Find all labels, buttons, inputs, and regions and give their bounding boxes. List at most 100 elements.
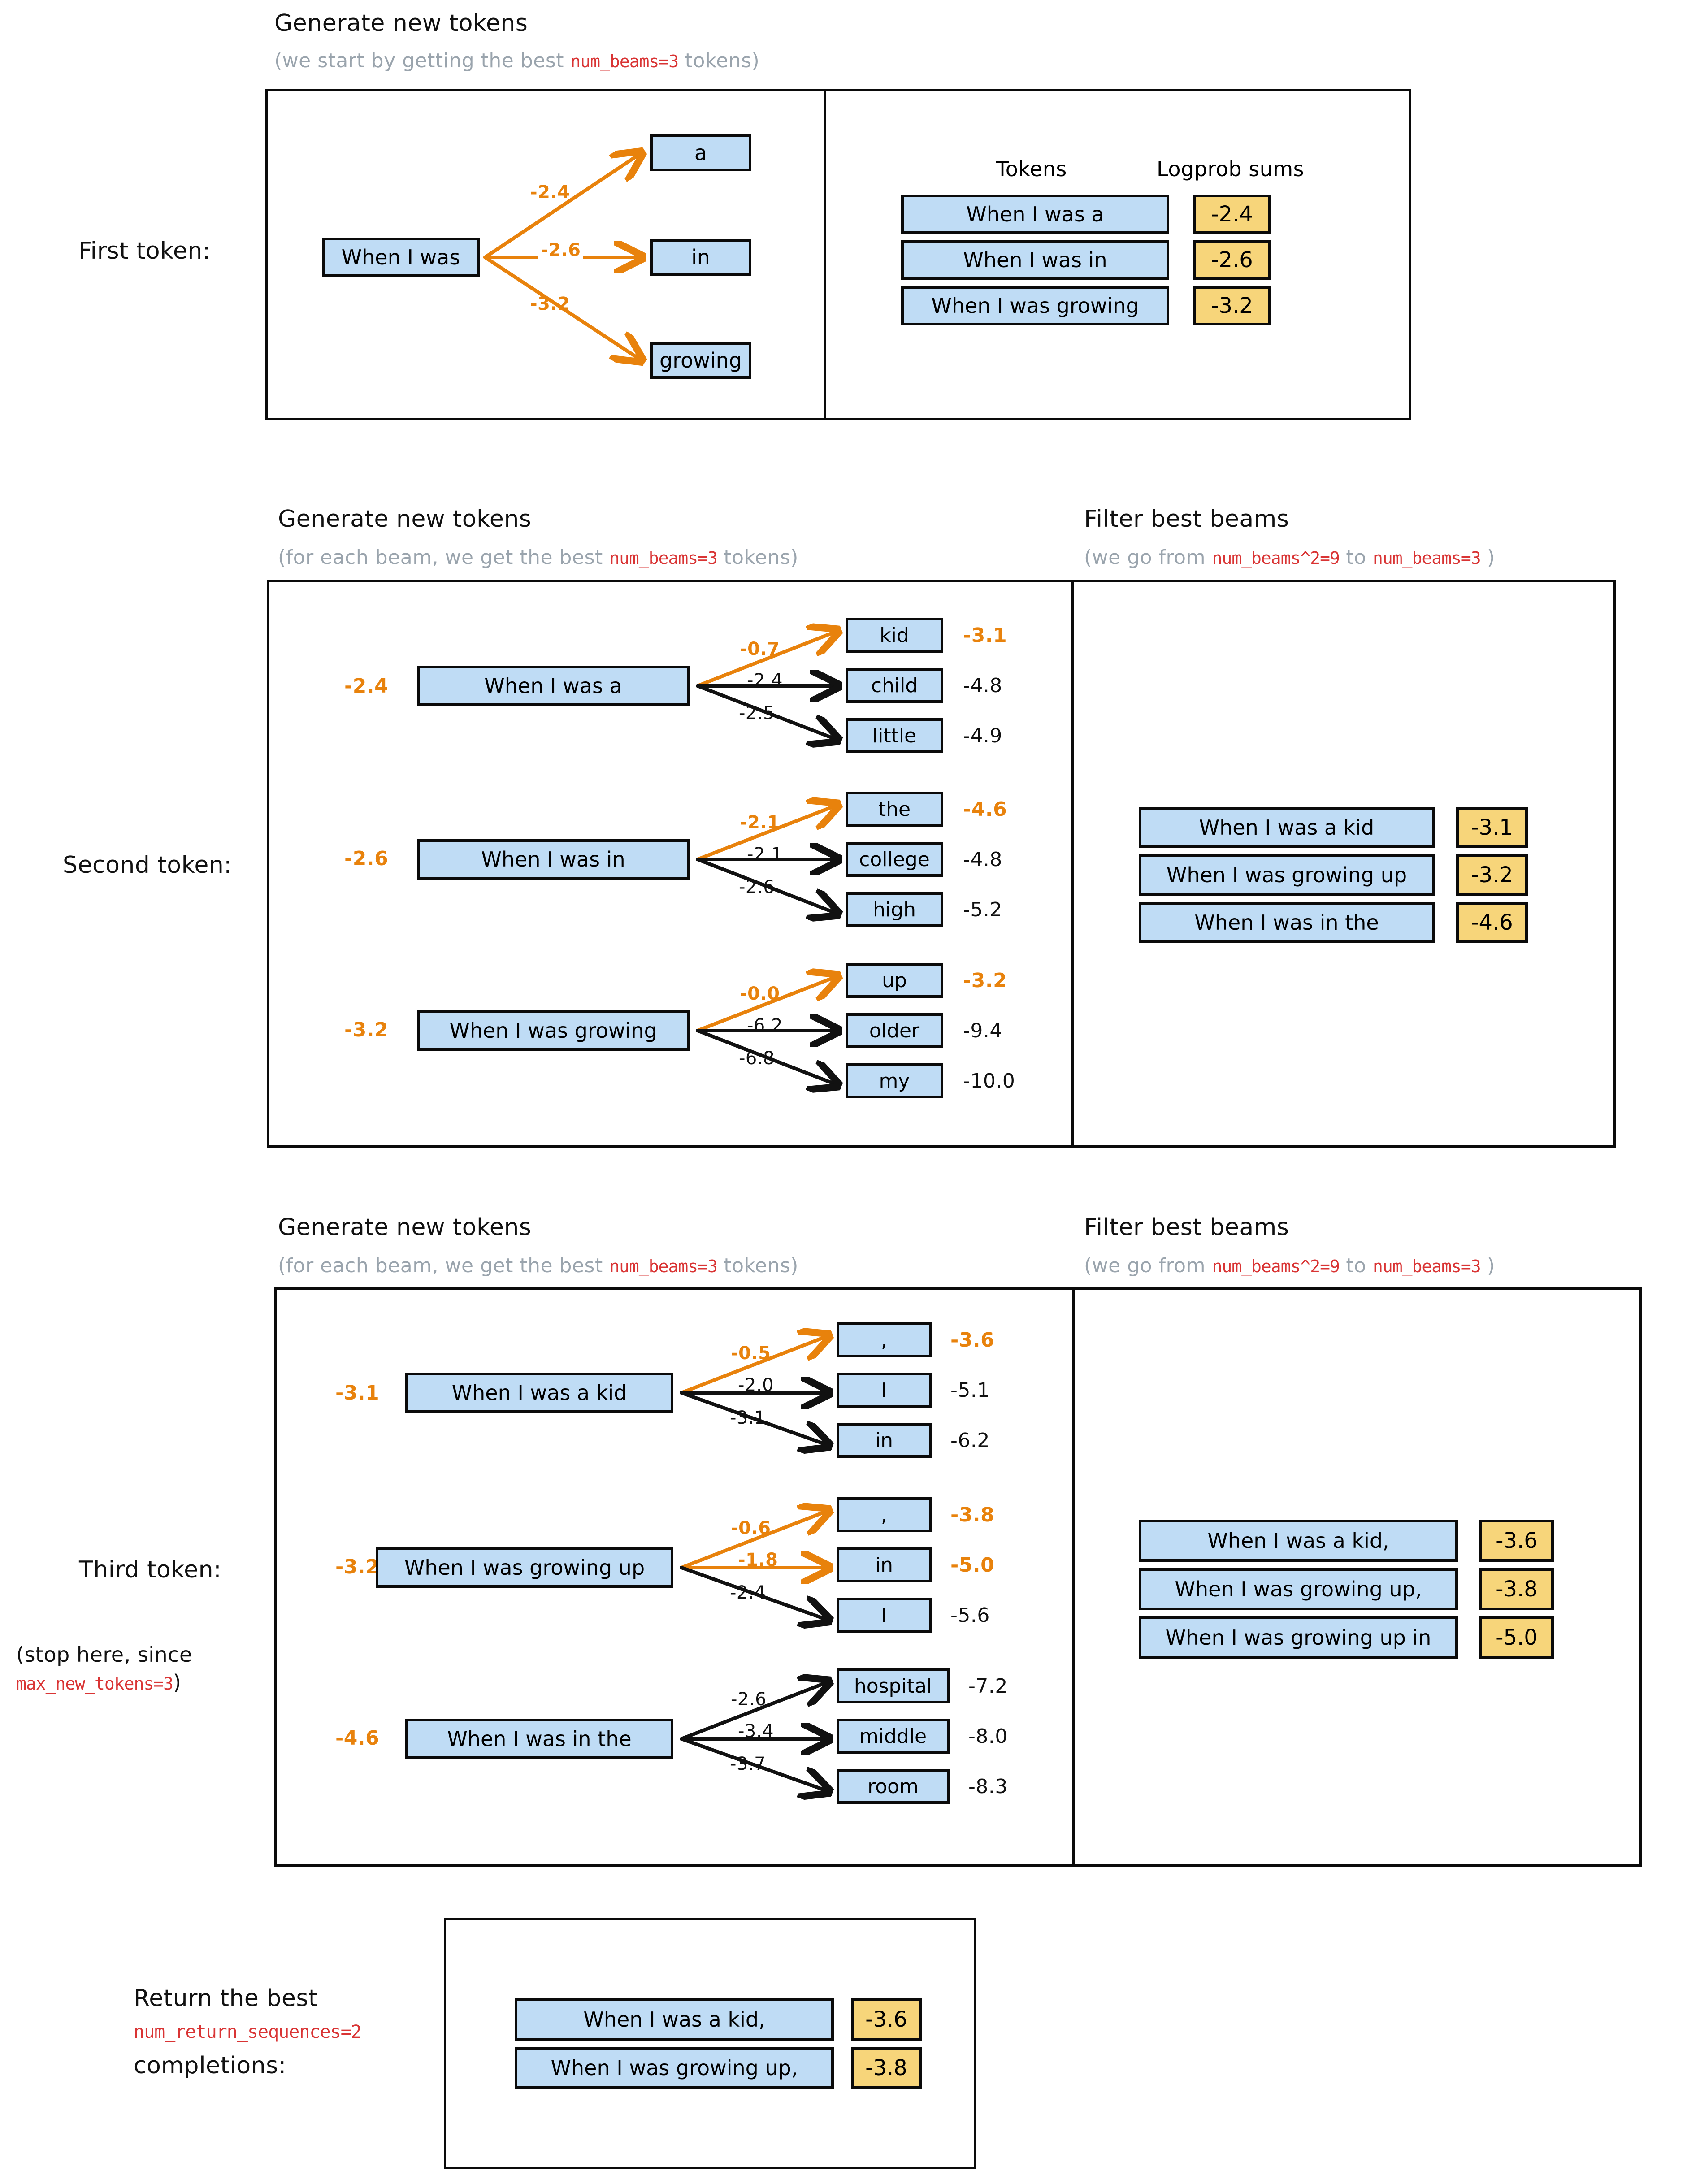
result-token-box: When I was growing [901,286,1169,325]
beam-source-score: -3.2 [335,1556,380,1578]
result-token-box: When I was a kid, [1139,1520,1458,1562]
section1-left-header-subtitle: (we start by getting the best num_beams=… [274,49,759,72]
subtitle-mid: to [1339,1254,1373,1277]
candidate-token-box: in [837,1423,932,1458]
result-logprob-box: -3.8 [1479,1568,1554,1610]
beam-source-box: When I was growing up [376,1547,673,1588]
result-logprob-box: -2.6 [1193,240,1271,280]
section2-left-header-title: Generate new tokens [278,506,532,533]
section2-panel-divider [1071,580,1074,1148]
edge-label: -2.6 [731,1689,767,1710]
side-note-text: (stop here, since [16,1642,192,1667]
beam-source-score: -4.6 [335,1727,380,1750]
final-label-line1: Return the best [134,1985,318,2012]
result-token-box: When I was in [901,240,1169,280]
edge-label: -2.0 [736,1375,776,1395]
candidate-sum: -3.2 [963,969,1007,992]
candidate-sum: -5.0 [950,1554,995,1577]
code-num-beams: num_beams=3 [1373,1257,1481,1276]
code-num-return-sequences: num_return_sequences=2 [134,2022,362,2042]
edge-label: -3.4 [736,1721,776,1742]
result-token-box: When I was growing up in [1139,1616,1458,1659]
section1-panel-divider [824,89,826,420]
result-token-box: When I was a [901,195,1169,234]
section1-left-header-title: Generate new tokens [274,10,528,37]
candidate-token-box: the [846,792,943,827]
code-num-beams-squared: num_beams^2=9 [1212,1257,1340,1276]
edge-label: -3.1 [730,1408,766,1428]
beam-source-score: -2.6 [344,847,389,870]
side-note-close: ) [173,1670,182,1695]
final-panel [444,1918,976,2169]
result-logprob-box: -3.6 [1479,1520,1554,1562]
result-logprob-box: -2.4 [1193,195,1271,234]
edge-label: -6.2 [745,1015,785,1036]
subtitle-pre: (for each beam, we get the best [278,546,610,569]
edge-label: -2.4 [730,1582,766,1603]
beam-source-box: When I was in [417,839,690,880]
final-result-logprob-box: -3.8 [851,2047,922,2089]
candidate-sum: -5.6 [950,1604,990,1627]
result-logprob-box: -3.1 [1456,807,1528,848]
subtitle-post: tokens) [678,49,760,72]
subtitle-pre: (we start by getting the best [274,49,571,72]
beam-source-box: When I was a [417,666,690,706]
code-max-new-tokens: max_new_tokens=3 [16,1674,173,1694]
edge-label: -1.8 [736,1550,780,1570]
beam-source-box: When I was a kid [405,1373,673,1413]
edge-label: -2.1 [740,812,780,833]
code-num-beams: num_beams=3 [609,1257,718,1276]
result-token-box: When I was growing up, [1139,1568,1458,1610]
candidate-token-box: middle [837,1719,950,1754]
candidate-token-box: kid [846,618,943,653]
code-num-beams: num_beams=3 [570,52,679,71]
candidate-sum: -4.9 [963,724,1002,747]
section3-left-header-subtitle: (for each beam, we get the best num_beam… [278,1254,798,1277]
section2-left-header-subtitle: (for each beam, we get the best num_beam… [278,546,798,569]
section2-right-header-subtitle: (we go from num_beams^2=9 to num_beams=3… [1084,546,1495,569]
candidate-token-box: in [837,1547,932,1582]
result-token-box: When I was growing up [1139,854,1435,896]
subtitle-post: ) [1480,546,1495,569]
subtitle-pre: (we go from [1084,546,1212,569]
beam-source-box: When I was growing [417,1010,690,1051]
edge-label: -2.5 [739,703,775,724]
section3-panel-divider [1072,1287,1075,1867]
column-header-tokens: Tokens [996,157,1067,181]
candidate-sum: -8.0 [968,1725,1008,1748]
result-token-box: When I was a kid [1139,807,1435,848]
edge-label: -2.6 [538,240,584,260]
result-logprob-box: -3.2 [1456,854,1528,896]
candidate-token-box: high [846,892,943,927]
section3-side-note: (stop here, since max_new_tokens=3) [16,1641,249,1696]
result-logprob-box: -3.2 [1193,286,1271,325]
beam-source-box: When I was in the [405,1719,673,1759]
beam-source-score: -3.1 [335,1382,380,1404]
candidate-sum: -8.3 [968,1775,1008,1798]
code-num-beams: num_beams=3 [609,548,718,568]
candidate-sum: -4.8 [963,674,1002,697]
result-logprob-box: -4.6 [1456,902,1528,943]
candidate-sum: -6.2 [950,1429,990,1452]
final-result-token-box: When I was a kid, [515,1998,834,2041]
candidate-token-box: child [846,668,943,703]
source-token-box: When I was [322,238,480,277]
final-result-logprob-box: -3.6 [851,1998,922,2041]
edge-label: -0.7 [740,639,780,659]
candidate-token-box: older [846,1013,943,1048]
section3-right-header-title: Filter best beams [1084,1214,1289,1241]
section3-side-label: Third token: [79,1556,222,1583]
candidate-token-box: in [650,239,751,276]
section1-side-label: First token: [78,238,211,264]
candidate-token-box: up [846,963,943,998]
subtitle-post: ) [1480,1254,1495,1277]
candidate-sum: -3.8 [950,1504,995,1526]
candidate-token-box: I [837,1598,932,1633]
candidate-token-box: , [837,1497,932,1532]
column-header-logprob-sums: Logprob sums [1157,157,1305,181]
candidate-sum: -3.6 [950,1329,995,1352]
edge-label: -0.0 [740,984,780,1004]
candidate-token-box: hospital [837,1668,950,1703]
candidate-sum: -5.1 [950,1379,990,1402]
section2-right-header-title: Filter best beams [1084,506,1289,533]
